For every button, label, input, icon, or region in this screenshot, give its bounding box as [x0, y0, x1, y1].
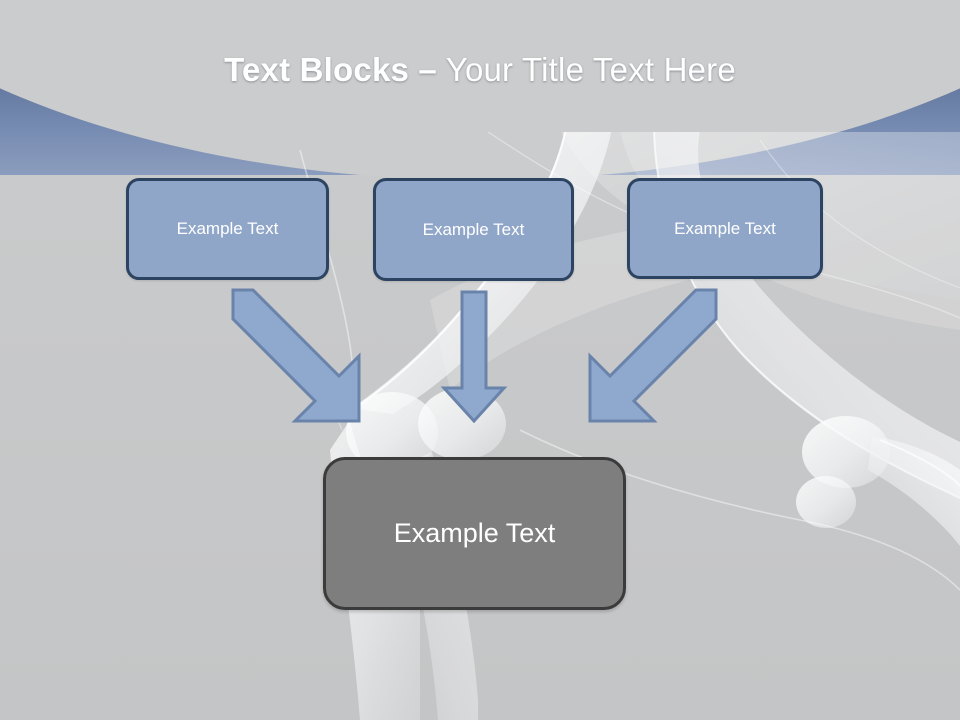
result-text-block[interactable]: Example Text [323, 457, 626, 610]
slide-title: Text Blocks – Your Title Text Here [0, 50, 960, 90]
title-bold-part: Text Blocks – [224, 51, 437, 88]
text-block-3-label: Example Text [674, 218, 776, 238]
result-text-block-label: Example Text [393, 518, 556, 548]
text-block-1[interactable]: Example Text [126, 178, 329, 280]
text-block-3[interactable]: Example Text [627, 178, 823, 279]
text-block-2[interactable]: Example Text [373, 178, 574, 281]
text-block-2-label: Example Text [422, 219, 525, 239]
title-light-part: Your Title Text Here [436, 51, 736, 88]
text-block-1-label: Example Text [176, 219, 279, 238]
